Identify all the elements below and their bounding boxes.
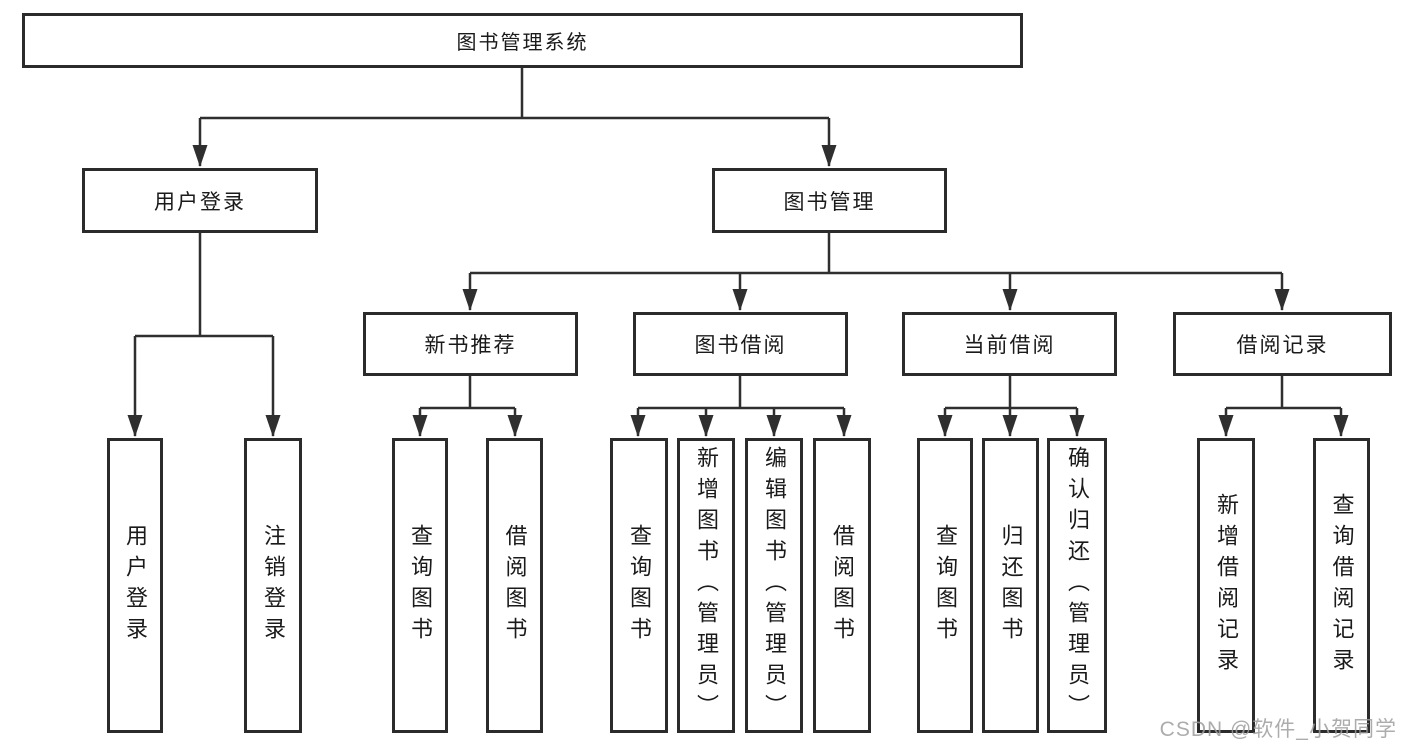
leaf-user-login-label: 用户登录: [123, 523, 148, 648]
node-new-books: 新书推荐: [363, 312, 578, 376]
leaf-borrow-borrow: 借阅图书: [813, 438, 871, 733]
edge-user-login-trunk: [135, 233, 273, 338]
leaf-current-query-label: 查询图书: [933, 523, 958, 648]
leaf-borrow-edit: 编辑图书（管理员）: [745, 438, 803, 733]
leaf-user-login: 用户登录: [107, 438, 163, 733]
leaf-logout-label: 注销登录: [261, 523, 286, 648]
node-book-borrow: 图书借阅: [633, 312, 848, 376]
node-user-login-label: 用户登录: [154, 190, 246, 214]
leaf-current-return-label: 归还图书: [998, 523, 1024, 648]
node-book-mgmt: 图书管理: [712, 168, 947, 233]
leaf-records-query: 查询借阅记录: [1313, 438, 1370, 733]
node-current-borrow: 当前借阅: [902, 312, 1117, 376]
leaf-borrow-add: 新增图书（管理员）: [677, 438, 735, 733]
edge-book-mgmt-trunk: [470, 232, 1282, 275]
leaf-current-query: 查询图书: [917, 438, 973, 733]
node-current-borrow-label: 当前借阅: [963, 334, 1056, 357]
leaf-current-return: 归还图书: [982, 438, 1039, 733]
leaf-current-confirm: 确认归还（管理员）: [1047, 438, 1107, 733]
leaf-borrow-query: 查询图书: [610, 438, 668, 733]
node-book-borrow-label: 图书借阅: [694, 334, 787, 357]
edge-root-trunk: [200, 67, 829, 120]
leaf-records-add: 新增借阅记录: [1197, 438, 1255, 733]
leaf-logout: 注销登录: [244, 438, 302, 733]
leaf-records-query-label: 查询借阅记录: [1329, 492, 1355, 679]
leaf-borrow-query-label: 查询图书: [627, 523, 652, 648]
node-root: 图书管理系统: [22, 13, 1023, 68]
leaf-borrow-edit-label: 编辑图书（管理员）: [762, 446, 787, 725]
leaf-newbooks-query-label: 查询图书: [408, 523, 433, 648]
csdn-watermark: CSDN @软件_小贺同学: [1159, 718, 1397, 741]
node-borrow-records-label: 借阅记录: [1236, 334, 1329, 357]
node-user-login: 用户登录: [82, 168, 318, 233]
leaf-records-add-label: 新增借阅记录: [1214, 492, 1239, 679]
edge-new-books-trunk: [420, 375, 515, 410]
leaf-newbooks-borrow: 借阅图书: [486, 438, 543, 733]
node-borrow-records: 借阅记录: [1173, 312, 1392, 376]
leaf-borrow-borrow-label: 借阅图书: [830, 523, 855, 648]
edge-current-borrow-trunk: [945, 375, 1077, 410]
node-book-mgmt-label: 图书管理: [783, 190, 876, 214]
edge-book-borrow-trunk: [638, 375, 844, 410]
node-root-label: 图书管理系统: [456, 32, 589, 54]
leaf-newbooks-query: 查询图书: [392, 438, 448, 733]
leaf-newbooks-borrow-label: 借阅图书: [502, 523, 528, 648]
edge-borrow-records-trunk: [1226, 375, 1341, 410]
leaf-borrow-add-label: 新增图书（管理员）: [694, 446, 719, 725]
leaf-current-confirm-label: 确认归还（管理员）: [1065, 446, 1090, 725]
node-new-books-label: 新书推荐: [424, 334, 517, 357]
